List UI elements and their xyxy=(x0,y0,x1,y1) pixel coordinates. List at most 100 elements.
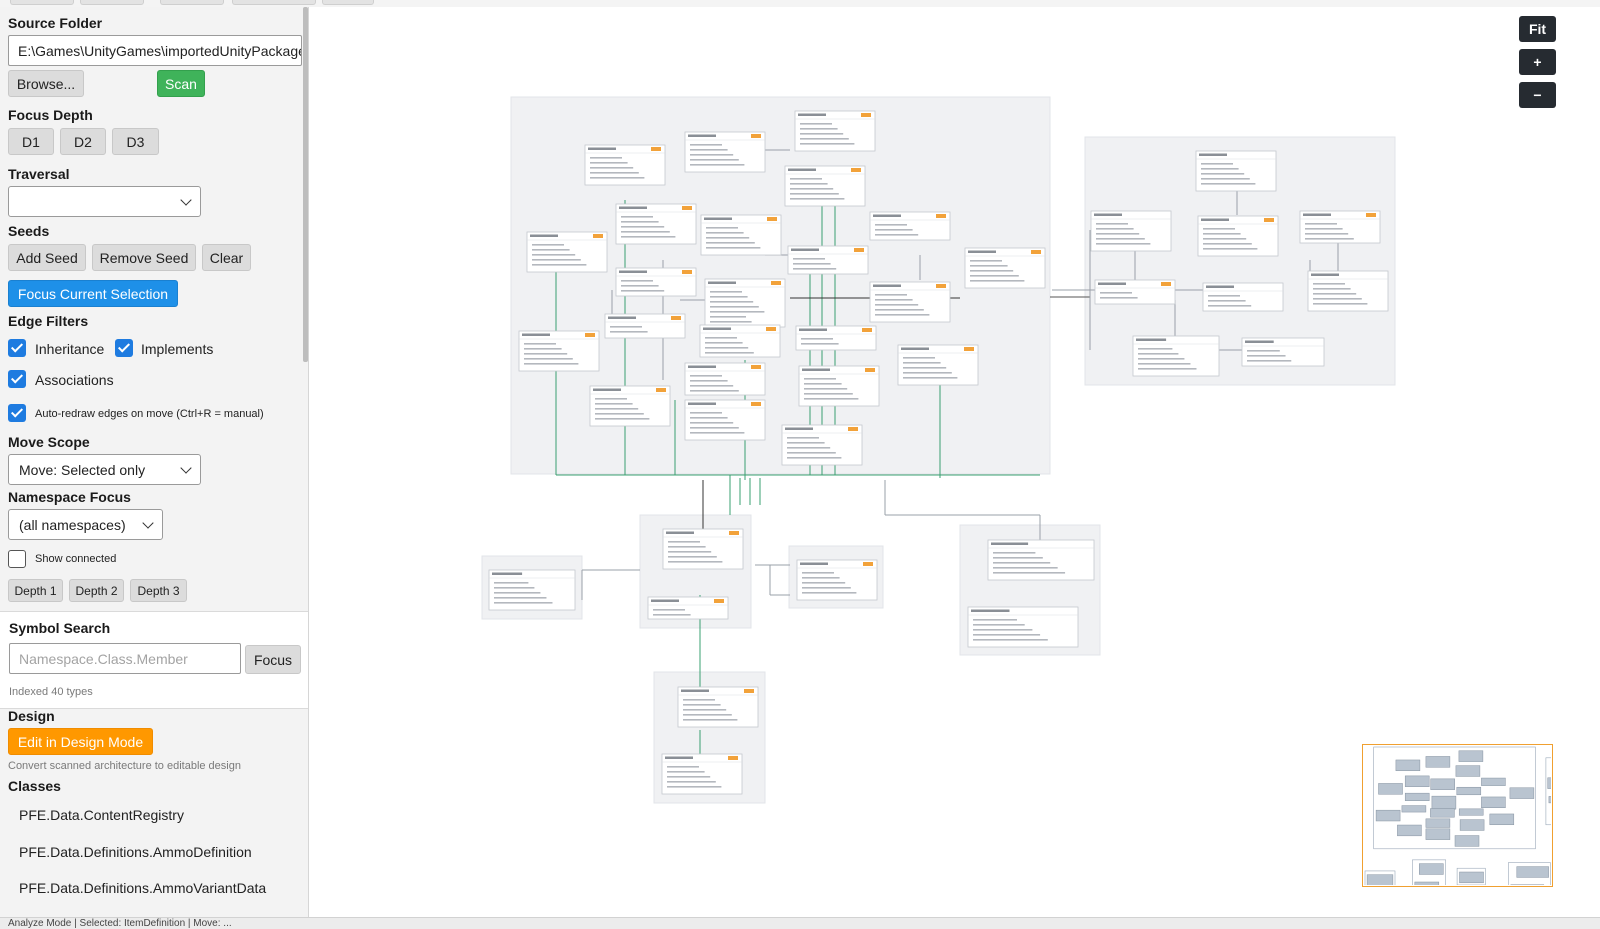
browse-button[interactable]: Browse... xyxy=(8,70,84,97)
class-node[interactable] xyxy=(897,344,979,386)
depth-d3-button[interactable]: D3 xyxy=(112,128,159,155)
class-list-item[interactable]: PFE.Data.ContentRegistry xyxy=(19,807,184,823)
minimap-node xyxy=(1419,863,1444,875)
scan-button[interactable]: Scan xyxy=(157,70,205,97)
class-node[interactable] xyxy=(684,399,766,441)
class-node[interactable] xyxy=(784,165,866,207)
class-node[interactable] xyxy=(647,596,729,620)
class-node[interactable] xyxy=(869,211,951,241)
fit-button[interactable]: Fit xyxy=(1519,16,1556,42)
class-diagram[interactable] xyxy=(309,7,1600,917)
class-node[interactable] xyxy=(518,330,600,372)
class-node[interactable] xyxy=(781,424,863,466)
class-list-item[interactable]: PFE.Data.Definitions.AmmoDefinition xyxy=(19,844,252,860)
class-node[interactable] xyxy=(615,203,697,245)
class-node-member xyxy=(1201,163,1233,165)
class-node[interactable] xyxy=(1299,210,1381,244)
class-node-member xyxy=(690,412,722,414)
class-node[interactable] xyxy=(794,110,876,152)
class-node-member xyxy=(800,123,832,125)
class-node[interactable] xyxy=(704,278,786,328)
class-node-member xyxy=(683,719,738,721)
top-tab-4[interactable] xyxy=(232,0,316,5)
stereotype-badge xyxy=(751,365,761,369)
minimap-view[interactable] xyxy=(1363,745,1600,929)
class-node[interactable] xyxy=(964,247,1046,289)
class-node-member xyxy=(973,629,1033,631)
top-tab-2[interactable] xyxy=(80,0,144,5)
class-node[interactable] xyxy=(584,144,666,186)
inheritance-checkbox[interactable] xyxy=(8,339,26,357)
show-connected-checkbox[interactable] xyxy=(8,550,26,568)
class-node[interactable] xyxy=(662,528,744,570)
symbol-focus-button[interactable]: Focus xyxy=(245,645,301,674)
class-node[interactable] xyxy=(526,231,608,273)
class-node[interactable] xyxy=(684,362,766,396)
source-folder-input[interactable]: E:\Games\UnityGames\importedUnityPackage… xyxy=(8,35,302,66)
class-node[interactable] xyxy=(967,606,1079,648)
namespace-depth-2-button[interactable]: Depth 2 xyxy=(69,579,124,602)
class-node[interactable] xyxy=(1094,279,1176,305)
class-node-member xyxy=(710,316,746,318)
minimap-node xyxy=(1481,777,1506,786)
class-node-title xyxy=(492,572,523,575)
class-node[interactable] xyxy=(684,131,766,173)
class-node[interactable] xyxy=(661,753,743,795)
zoom-in-button[interactable]: + xyxy=(1519,49,1556,75)
class-node[interactable] xyxy=(700,214,782,256)
class-node[interactable] xyxy=(1195,150,1277,192)
minimap-node xyxy=(1459,871,1484,884)
class-node[interactable] xyxy=(699,324,781,358)
namespace-depth-1-button[interactable]: Depth 1 xyxy=(8,579,63,602)
class-node-title xyxy=(681,689,709,692)
class-node-member xyxy=(706,232,744,234)
class-node[interactable] xyxy=(787,245,869,275)
class-node-member xyxy=(1305,233,1349,235)
clear-seeds-button[interactable]: Clear xyxy=(202,244,251,271)
stereotype-badge xyxy=(682,270,692,274)
class-node[interactable] xyxy=(677,686,759,728)
associations-checkbox[interactable] xyxy=(8,370,26,388)
edit-design-mode-button[interactable]: Edit in Design Mode xyxy=(8,728,153,755)
class-node[interactable] xyxy=(604,313,686,339)
top-tab-5[interactable] xyxy=(322,0,374,5)
move-scope-select[interactable]: Move: Selected only xyxy=(8,454,201,485)
namespace-focus-label: Namespace Focus xyxy=(8,489,131,505)
class-node[interactable] xyxy=(1307,270,1389,312)
add-seed-button[interactable]: Add Seed xyxy=(8,244,86,271)
class-node[interactable] xyxy=(1197,215,1279,257)
class-node[interactable] xyxy=(798,365,880,407)
minimap-node xyxy=(1430,778,1455,790)
class-node[interactable] xyxy=(796,559,878,601)
depth-d1-button[interactable]: D1 xyxy=(8,128,54,155)
class-node[interactable] xyxy=(488,569,576,611)
symbol-search-input[interactable]: Namespace.Class.Member xyxy=(9,643,241,674)
class-node-title xyxy=(1201,218,1229,221)
minimap-node xyxy=(1375,809,1401,822)
namespace-focus-select[interactable]: (all namespaces) xyxy=(8,509,163,540)
traversal-select[interactable] xyxy=(8,186,201,217)
class-node[interactable] xyxy=(1132,335,1220,377)
class-node[interactable] xyxy=(987,539,1095,581)
depth-d2-button[interactable]: D2 xyxy=(60,128,106,155)
implements-checkbox[interactable] xyxy=(115,339,133,357)
zoom-out-button[interactable]: − xyxy=(1519,82,1556,108)
class-node[interactable] xyxy=(869,281,951,323)
class-node-member xyxy=(970,275,1019,277)
class-node[interactable] xyxy=(1090,210,1172,252)
class-node[interactable] xyxy=(615,267,697,297)
remove-seed-button[interactable]: Remove Seed xyxy=(92,244,196,271)
class-node[interactable] xyxy=(1241,337,1325,367)
focus-current-selection-button[interactable]: Focus Current Selection xyxy=(8,280,178,307)
class-node[interactable] xyxy=(795,325,877,351)
class-node[interactable] xyxy=(589,385,671,427)
auto-redraw-checkbox[interactable] xyxy=(8,404,26,422)
class-node[interactable] xyxy=(1202,282,1284,312)
sidebar-scrollbar[interactable] xyxy=(303,7,308,362)
namespace-depth-3-button[interactable]: Depth 3 xyxy=(130,579,187,602)
top-tab-1[interactable] xyxy=(10,0,74,5)
class-list-item[interactable]: PFE.Data.Definitions.AmmoVariantData xyxy=(19,880,267,896)
minimap[interactable] xyxy=(1362,744,1600,929)
minimap-group xyxy=(1545,757,1600,826)
top-tab-3[interactable] xyxy=(160,0,224,5)
